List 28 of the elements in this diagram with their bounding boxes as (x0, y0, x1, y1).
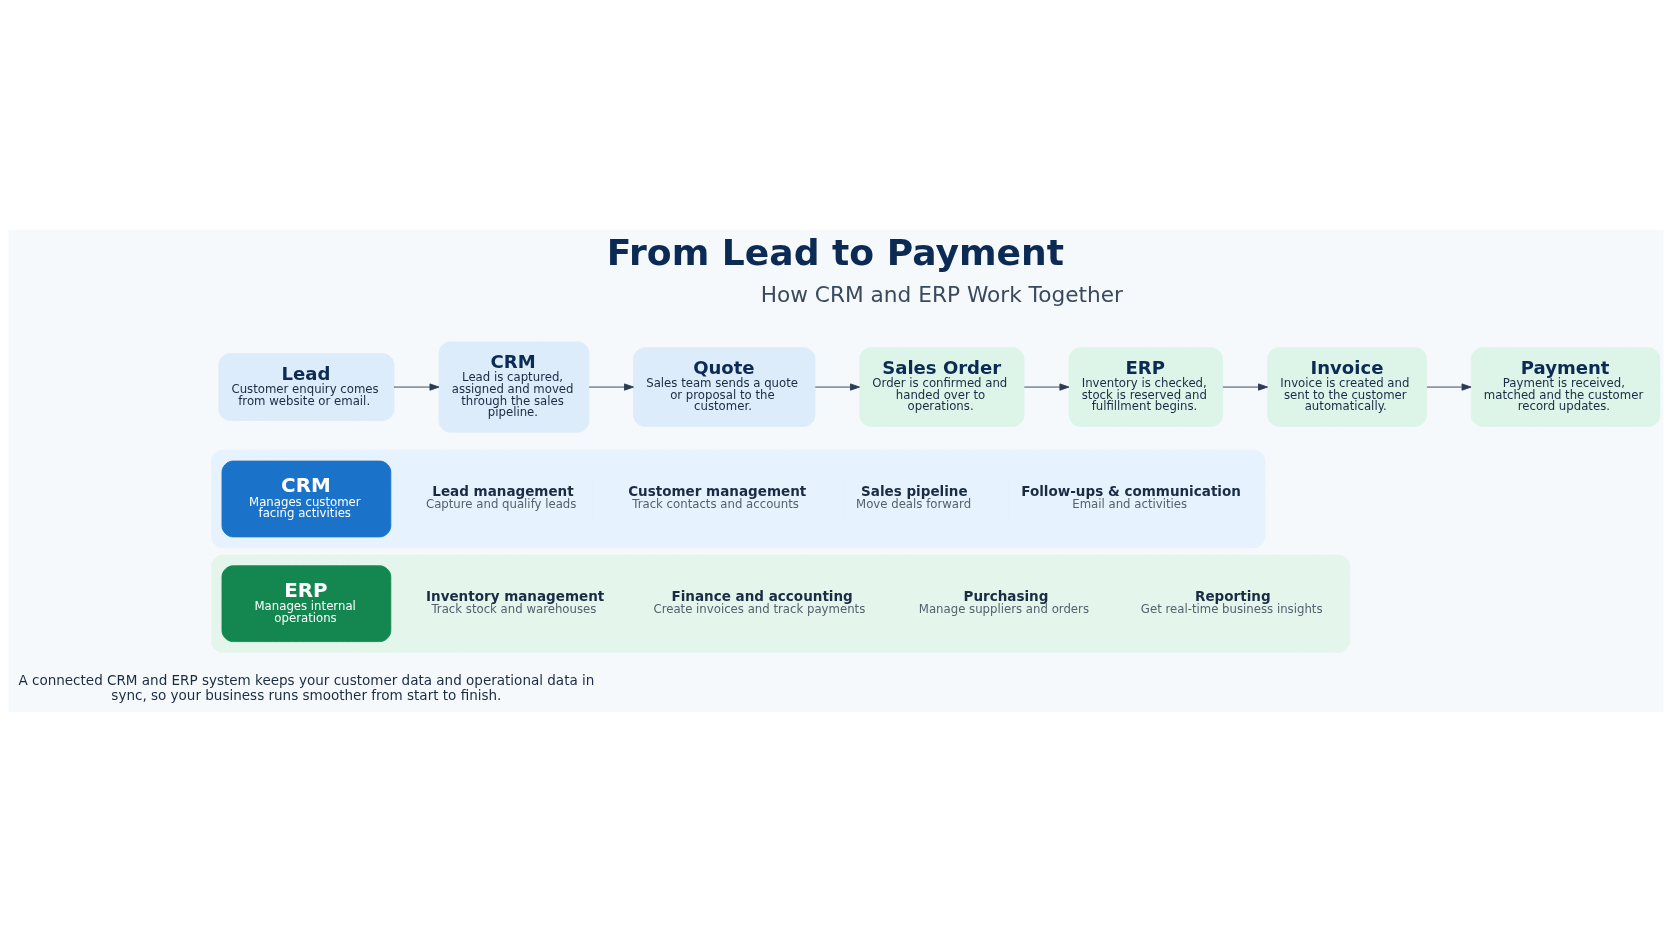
cluster (211, 449, 1266, 548)
node-text: Finance and accounting Create invoices and track payments (653, 587, 866, 616)
caption: A connected CRM and ERP system keeps your customer data and operational data in sync, so your business runs smoother from start to finish. (18, 671, 595, 703)
node-box: Invoice Invoice is created and sent to the customer automatically. (1267, 346, 1427, 427)
node-text: Lead management Capture and qualify leads (425, 482, 577, 511)
diagram-title: From Lead to Payment (606, 230, 1065, 274)
arrow (393, 382, 440, 391)
node-box: Payment Payment is received, matched and the customer record updates. (1470, 346, 1661, 427)
node-text: Reporting Get real-time business insights (1140, 587, 1323, 616)
node-box: Sales Order Order is confirmed and handed over to operations. (859, 346, 1025, 427)
label: How CRM and ERP Work Together (760, 281, 1123, 307)
node-text: Inventory management Track stock and warehouses (425, 587, 605, 616)
node-box: ERP Manages internal operations (221, 564, 392, 642)
arrow (1426, 382, 1472, 391)
node-box: Quote Sales team sends a quote or proposal to the customer. (633, 346, 816, 427)
node-box: ERP Inventory is checked, stock is reserved and fulfillment begins. (1068, 346, 1223, 427)
node-text: Customer management Track contacts and accounts (628, 482, 807, 511)
arrow (588, 382, 634, 391)
node-text: Sales pipeline Move deals forward (856, 482, 972, 511)
cluster (211, 554, 1351, 653)
arrow (1023, 382, 1070, 391)
arrow (1222, 382, 1268, 391)
node-text: Follow-ups & communication Email and activities (1021, 482, 1241, 511)
arrow (814, 382, 860, 391)
node-text: Purchasing Manage suppliers and orders (918, 587, 1089, 616)
node-box: Lead Customer enquiry comes from website or email. (218, 352, 395, 421)
node-box: CRM Manages customer facing activities (221, 460, 392, 537)
node-box: CRM Lead is captured, assigned and moved through the sales pipeline. (438, 341, 590, 433)
